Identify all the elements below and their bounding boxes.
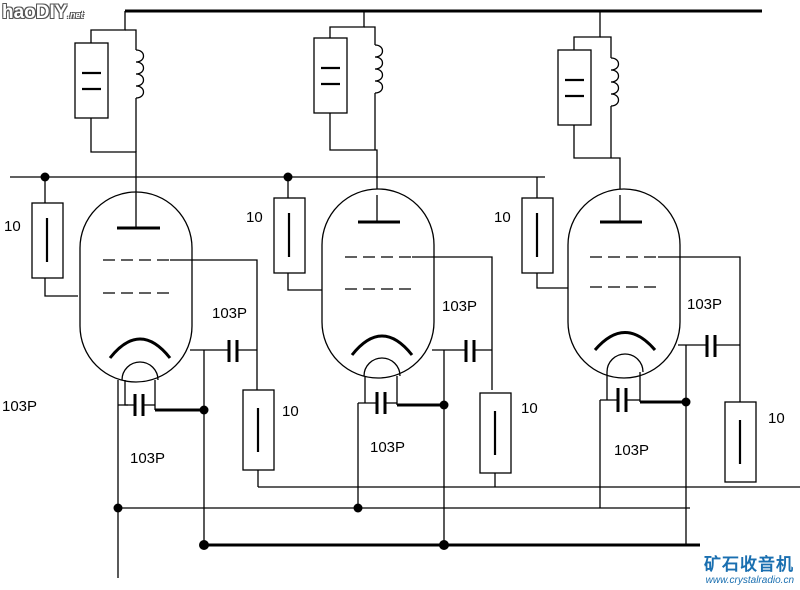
crystalradio-watermark: 矿石收音机 www.crystalradio.cn xyxy=(704,550,794,586)
label-c-cath-3: 103P xyxy=(614,442,649,459)
label-c-cath-2: 103P xyxy=(370,439,405,456)
grid-resistor-1 xyxy=(31,202,64,279)
watermark-right-url: www.crystalradio.cn xyxy=(705,575,794,586)
vacuum-tube-2 xyxy=(321,188,435,379)
watermark-right-cn: 矿石收音机 xyxy=(704,555,794,574)
stage-2: 10 103P 10 103P xyxy=(246,11,538,550)
vacuum-tube-1 xyxy=(79,191,193,383)
label-c-cath-1: 103P xyxy=(130,450,165,467)
stage-3: 10 103P 10 103P xyxy=(494,11,785,545)
label-c-couple-2: 103P xyxy=(442,298,477,315)
watermark-left-main: haoDIY xyxy=(2,2,68,23)
label-r-grid-1: 10 xyxy=(4,218,21,235)
vacuum-tube-3 xyxy=(567,188,681,379)
tuning-coil-3 xyxy=(610,57,620,107)
label-r-grid-2: 10 xyxy=(246,209,263,226)
label-c-side: 103P xyxy=(2,398,37,415)
label-r-load-1: 10 xyxy=(282,403,299,420)
label-r-load-3: 10 xyxy=(768,410,785,427)
tuning-coil-1 xyxy=(135,49,145,99)
tuning-coil-2 xyxy=(374,44,384,94)
tuning-capacitor-2 xyxy=(313,37,348,114)
watermark-left-sub: .net xyxy=(67,10,84,20)
haodiy-watermark: haoDIY.net xyxy=(2,2,83,24)
label-c-couple-3: 103P xyxy=(687,296,722,313)
tuning-capacitor-1 xyxy=(74,42,109,119)
tuning-capacitor-3 xyxy=(557,49,592,126)
stage-1: 10 103P 10 103P xyxy=(4,11,299,550)
label-c-couple-1: 103P xyxy=(212,305,247,322)
label-r-grid-3: 10 xyxy=(494,209,511,226)
label-r-load-2: 10 xyxy=(521,400,538,417)
